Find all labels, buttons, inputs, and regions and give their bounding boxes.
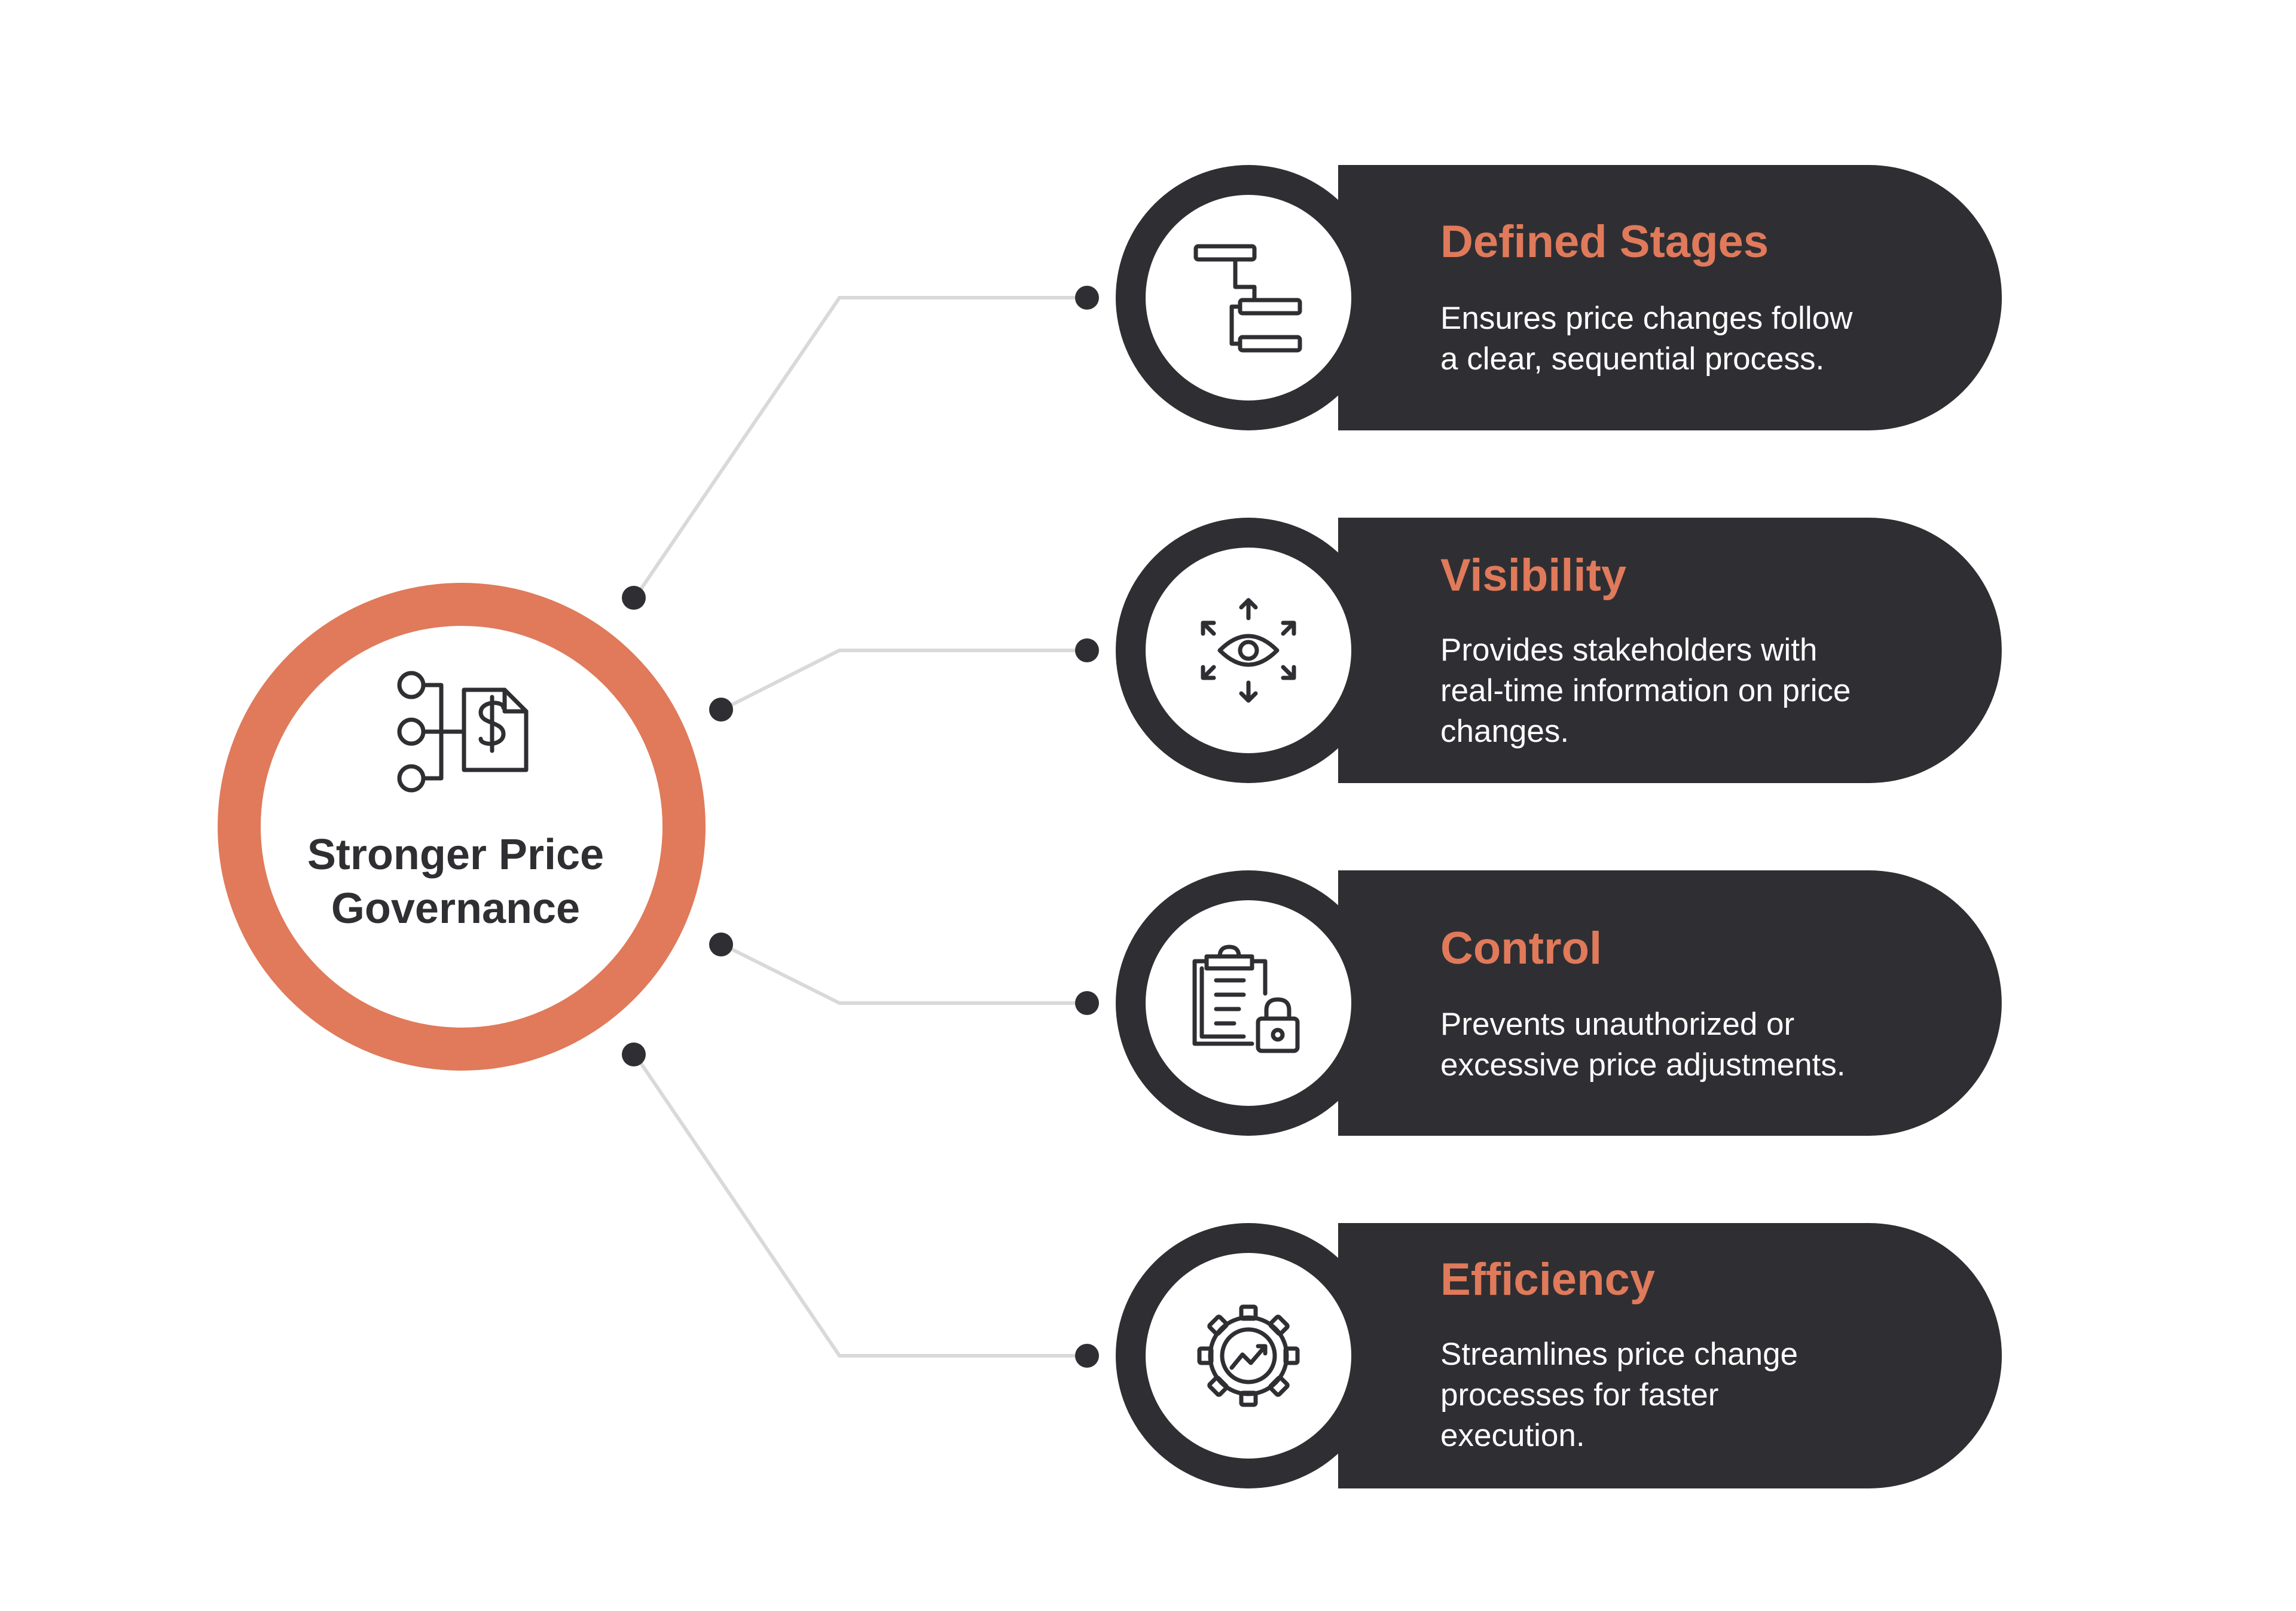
flowchart-dollar-document-icon bbox=[397, 671, 529, 793]
gear-chart-icon bbox=[1197, 1304, 1300, 1407]
connector-line-1 bbox=[633, 296, 1087, 599]
card-title: Efficiency bbox=[1440, 1254, 1655, 1305]
card-icon-gap bbox=[1146, 1253, 1351, 1459]
central-hub: Stronger Price Governance bbox=[218, 583, 706, 1071]
card-description-line: changes. bbox=[1440, 714, 1569, 749]
card-title: Control bbox=[1440, 923, 1602, 974]
card-description-line: Streamlines price change bbox=[1440, 1337, 1798, 1372]
connector-dot bbox=[622, 1043, 646, 1066]
card-pill bbox=[1338, 518, 2002, 783]
card-description-line: a clear, sequential process. bbox=[1440, 341, 1824, 377]
connector-dot bbox=[622, 586, 646, 610]
card-title: Visibility bbox=[1440, 550, 1626, 601]
card-defined-stages: Defined Stages Ensures price changes fol… bbox=[1116, 165, 2002, 430]
card-description-line: Ensures price changes follow bbox=[1440, 301, 1853, 336]
card-control: Control Prevents unauthorized or excessi… bbox=[1116, 870, 2002, 1136]
connector-dot bbox=[1075, 286, 1099, 310]
central-hub-ring bbox=[218, 583, 706, 1071]
connector-line-2 bbox=[721, 649, 1087, 711]
clipboard-lock-icon bbox=[1192, 944, 1300, 1053]
card-description-line: execution. bbox=[1440, 1418, 1585, 1453]
center-title-line-2: Governance bbox=[331, 885, 580, 933]
card-description-line: Prevents unauthorized or bbox=[1440, 1007, 1794, 1042]
card-icon-gap bbox=[1146, 548, 1351, 753]
connector-dot bbox=[1075, 638, 1099, 662]
card-visibility: Visibility Provides stakeholders with re… bbox=[1116, 518, 2002, 783]
card-description-line: processes for faster bbox=[1440, 1377, 1718, 1413]
card-pill bbox=[1338, 870, 2002, 1136]
eye-arrows-icon bbox=[1201, 598, 1296, 703]
card-title: Defined Stages bbox=[1440, 216, 1769, 267]
connector-line-4 bbox=[633, 1053, 1087, 1358]
card-icon-gap bbox=[1146, 195, 1351, 401]
connector-dots bbox=[622, 286, 1099, 1368]
card-pill bbox=[1338, 165, 2002, 430]
connector-line-3 bbox=[721, 943, 1087, 1005]
card-description-line: Provides stakeholders with bbox=[1440, 632, 1817, 668]
connector-dot bbox=[1075, 1344, 1099, 1368]
center-title-line-1: Stronger Price bbox=[307, 831, 604, 879]
connector-dot bbox=[709, 933, 733, 956]
card-efficiency: Efficiency Streamlines price change proc… bbox=[1116, 1223, 2002, 1488]
connector-dot bbox=[1075, 991, 1099, 1015]
card-icon-gap bbox=[1146, 900, 1351, 1106]
stages-hierarchy-icon bbox=[1193, 244, 1302, 353]
connector-dot bbox=[709, 698, 733, 722]
card-description-line: excessive price adjustments. bbox=[1440, 1047, 1846, 1083]
connectors bbox=[633, 296, 1087, 1358]
card-pill bbox=[1338, 1223, 2002, 1488]
card-description-line: real-time information on price bbox=[1440, 673, 1851, 708]
